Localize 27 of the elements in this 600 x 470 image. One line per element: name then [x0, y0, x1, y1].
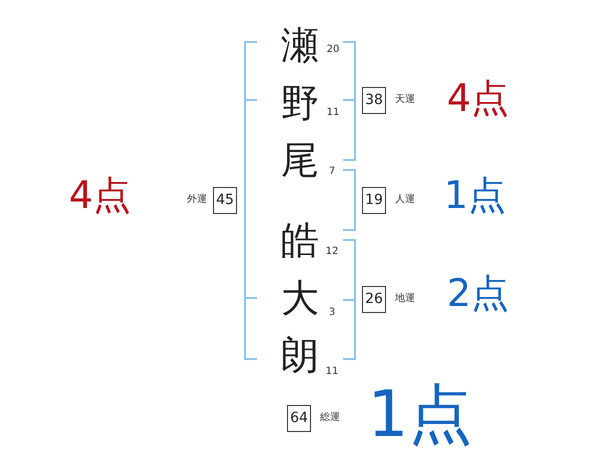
name-character: 瀬 [281, 26, 319, 64]
name-character: 皓 [281, 221, 319, 259]
stroke-count: 3 [328, 308, 336, 318]
name-character: 野 [281, 84, 319, 122]
score: 2点 [446, 274, 510, 312]
fortune-label: 地運 [395, 294, 415, 304]
score: 4点 [446, 79, 510, 117]
total-score: 1点 [368, 383, 472, 447]
fortune-label: 天運 [395, 95, 415, 105]
name-character: 尾 [281, 141, 319, 179]
name-character: 朗 [281, 336, 319, 374]
stroke-count: 12 [326, 247, 338, 257]
number-box: 26 [362, 286, 386, 313]
number-box: 64 [287, 405, 311, 432]
stroke-count: 20 [326, 45, 340, 55]
fortune-label: 人運 [395, 195, 415, 205]
score: 4点 [68, 176, 132, 214]
score: 1点 [444, 176, 506, 214]
name-character: 大 [281, 279, 319, 317]
stroke-count: 11 [326, 367, 338, 377]
fortune-label: 総運 [320, 413, 340, 423]
stroke-count: 11 [326, 108, 340, 118]
number-box: 45 [213, 187, 237, 214]
number-box: 38 [362, 87, 386, 114]
fortune-label: 外運 [187, 195, 207, 205]
stroke-count: 7 [328, 167, 336, 177]
number-box: 19 [362, 187, 386, 214]
